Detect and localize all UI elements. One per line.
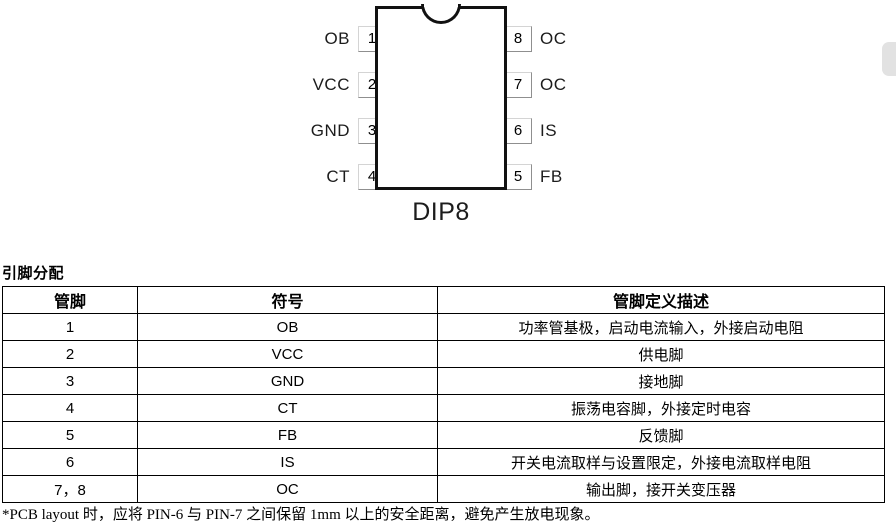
table-header-desc: 管脚定义描述 <box>437 286 885 314</box>
pin-label-left-1: OB <box>324 29 350 48</box>
cell-pin: 2 <box>2 340 138 368</box>
section-heading-pin-assignment: 引脚分配 <box>2 265 65 282</box>
scrollbar-thumb[interactable] <box>882 42 896 76</box>
table-row: 1 OB 功率管基极，启动电流输入，外接启动电阻 <box>2 313 885 341</box>
cell-description: 反馈脚 <box>437 421 885 449</box>
pin-label-right-8: OC <box>540 29 567 48</box>
chip-notch-mask <box>424 3 458 7</box>
cell-symbol: OC <box>137 475 438 503</box>
cell-symbol: CT <box>137 394 438 422</box>
cell-symbol: GND <box>137 367 438 395</box>
pin-box-8: 8 <box>504 26 532 52</box>
cell-pin: 3 <box>2 367 138 395</box>
pin-label-left-4: CT <box>326 167 350 186</box>
dip8-package-diagram: OB VCC GND CT 1 2 3 4 8 7 6 5 OC OC IS F… <box>296 2 596 240</box>
cell-symbol: FB <box>137 421 438 449</box>
pin-label-left-2: VCC <box>312 75 350 94</box>
pin-box-5: 5 <box>504 164 532 190</box>
pin-definition-table: 管脚 符号 管脚定义描述 1 OB 功率管基极，启动电流输入，外接启动电阻 2 … <box>2 286 885 503</box>
pin-label-left-3: GND <box>310 121 350 140</box>
footnote-pcb-layout: *PCB layout 时，应将 PIN-6 与 PIN-7 之间保留 1mm … <box>2 507 600 523</box>
cell-pin: 5 <box>2 421 138 449</box>
pin-label-right-6: IS <box>540 121 558 140</box>
chip-body-outline <box>375 6 507 190</box>
table-row: 3 GND 接地脚 <box>2 367 885 395</box>
cell-description: 接地脚 <box>437 367 885 395</box>
cell-description: 输出脚，接开关变压器 <box>437 475 885 503</box>
cell-description: 功率管基极，启动电流输入，外接启动电阻 <box>437 313 885 341</box>
cell-symbol: IS <box>137 448 438 476</box>
cell-pin: 6 <box>2 448 138 476</box>
pin-box-6: 6 <box>504 118 532 144</box>
pin-label-right-7: OC <box>540 75 567 94</box>
table-row: 5 FB 反馈脚 <box>2 421 885 449</box>
cell-pin: 7，8 <box>2 475 138 503</box>
table-header-symbol: 符号 <box>137 286 438 314</box>
table-row: 4 CT 振荡电容脚，外接定时电容 <box>2 394 885 422</box>
cell-symbol: VCC <box>137 340 438 368</box>
cell-description: 开关电流取样与设置限定，外接电流取样电阻 <box>437 448 885 476</box>
cell-symbol: OB <box>137 313 438 341</box>
table-row: 7，8 OC 输出脚，接开关变压器 <box>2 475 885 503</box>
pin-box-7: 7 <box>504 72 532 98</box>
table-row: 2 VCC 供电脚 <box>2 340 885 368</box>
table-header-pin: 管脚 <box>2 286 138 314</box>
package-name-label: DIP8 <box>412 198 470 226</box>
table-header-row: 管脚 符号 管脚定义描述 <box>2 286 885 314</box>
cell-description: 供电脚 <box>437 340 885 368</box>
cell-pin: 4 <box>2 394 138 422</box>
table-row: 6 IS 开关电流取样与设置限定，外接电流取样电阻 <box>2 448 885 476</box>
pin-label-right-5: FB <box>540 167 563 186</box>
cell-pin: 1 <box>2 313 138 341</box>
cell-description: 振荡电容脚，外接定时电容 <box>437 394 885 422</box>
